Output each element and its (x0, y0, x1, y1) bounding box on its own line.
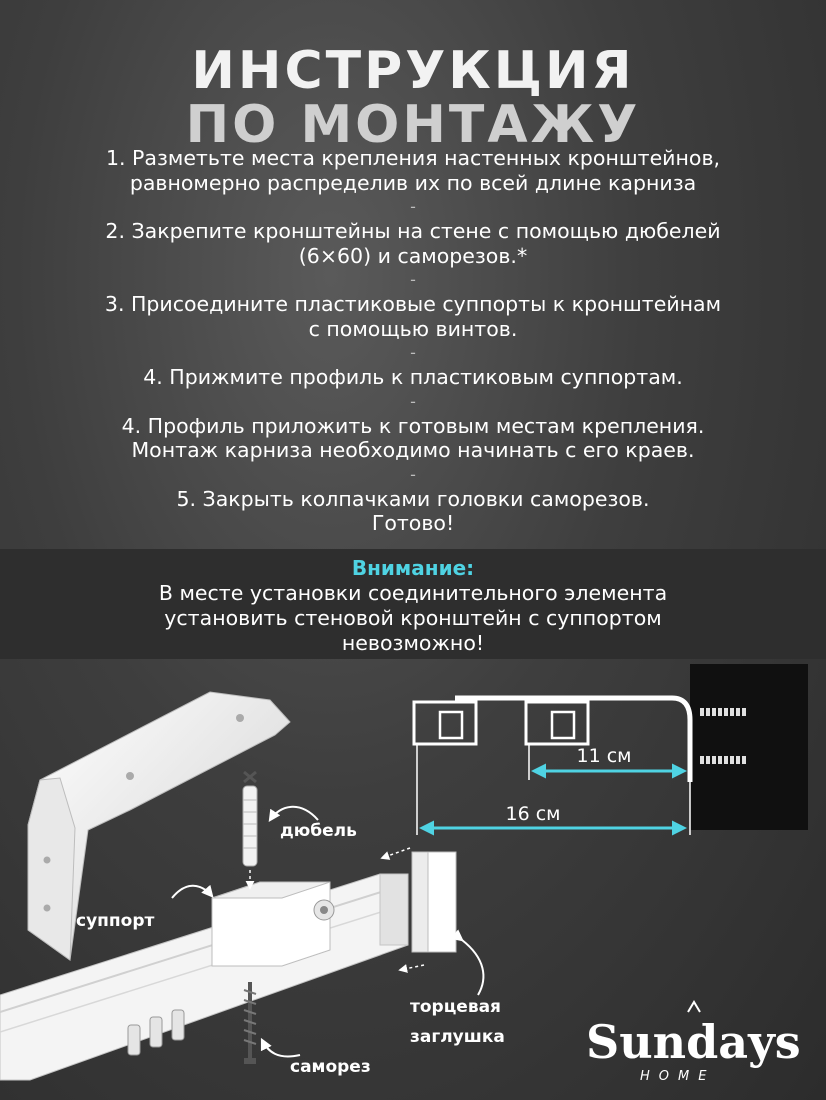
measure-large-label: 16 см (506, 803, 561, 825)
step-text: Монтаж карниза необходимо начинать с его… (131, 438, 695, 462)
step-separator: - (410, 343, 416, 362)
screw (243, 948, 257, 1064)
step-text: (6×60) и саморезов.* (298, 243, 528, 268)
step-item: 5. Закрыть колпачками головки саморезов.… (0, 487, 826, 536)
measure-11: 11 см (531, 745, 687, 779)
brand-name: Sundays (586, 1015, 801, 1069)
dowel (242, 770, 258, 890)
label-dowel: дюбель (280, 821, 357, 841)
step-separator: - (410, 391, 416, 411)
end-cap (411, 851, 457, 953)
brand-sub: HOME (640, 1069, 715, 1084)
step-item: 2. Закрепите кронштейны на стене с помощ… (0, 219, 826, 268)
step-separator: - (410, 270, 416, 289)
annotation-arrows (171, 805, 485, 1058)
wall-bracket (27, 691, 291, 961)
step-separator: - (410, 464, 416, 484)
step-text: равномерно распределив их по всей длине … (129, 170, 697, 195)
warning-heading: Внимание: (351, 556, 475, 580)
title-line-1: ИНСТРУКЦИЯ (191, 41, 635, 101)
installation-diagram: дюбель суппорт торцевая заглушка саморез… (0, 664, 808, 1084)
measure-small-label: 11 см (577, 745, 632, 767)
step-text: 5. Закрыть колпачками головки саморезов. (176, 486, 650, 511)
step-text: 1. Разметьте места крепления настенных к… (105, 146, 721, 170)
title-line-2: ПО МОНТАЖУ (185, 95, 641, 155)
step-text: 4. Профиль приложить к готовым местам кр… (121, 413, 705, 438)
warning-banner: Внимание: В месте установки соединительн… (0, 549, 826, 659)
step-item: 4. Прижмите профиль к пластиковым суппор… (0, 365, 826, 390)
step-item: 1. Разметьте места крепления настенных к… (0, 146, 826, 195)
measure-16: 16 см (419, 803, 687, 836)
brand-logo: Sundays HOME (586, 1000, 801, 1084)
label-screw: саморез (290, 1057, 371, 1077)
step-text: 3. Присоедините пластиковые суппорты к к… (104, 292, 722, 316)
instruction-steps: 1. Разметьте места крепления настенных к… (0, 146, 826, 536)
step-separator: - (410, 197, 416, 216)
warning-text: невозможно! (341, 631, 485, 655)
warning-text: установить стеновой кронштейн с суппорто… (164, 606, 662, 630)
warning-text: В месте установки соединительного элемен… (158, 581, 668, 605)
label-end-cap-1: торцевая (410, 997, 501, 1017)
label-end-cap-2: заглушка (410, 1027, 505, 1047)
cross-section (412, 664, 808, 835)
runner-hooks (127, 1009, 185, 1056)
step-text: 2. Закрепите кронштейны на стене с помощ… (105, 219, 721, 243)
step-item: 4. Профиль приложить к готовым местам кр… (0, 414, 826, 463)
step-text: 4. Прижмите профиль к пластиковым суппор… (143, 365, 683, 389)
step-text: Готово! (371, 511, 455, 535)
step-item: 3. Присоедините пластиковые суппорты к к… (0, 292, 826, 341)
step-text: с помощью винтов. (308, 316, 518, 341)
label-support: суппорт (76, 911, 154, 931)
support-block (211, 881, 335, 967)
